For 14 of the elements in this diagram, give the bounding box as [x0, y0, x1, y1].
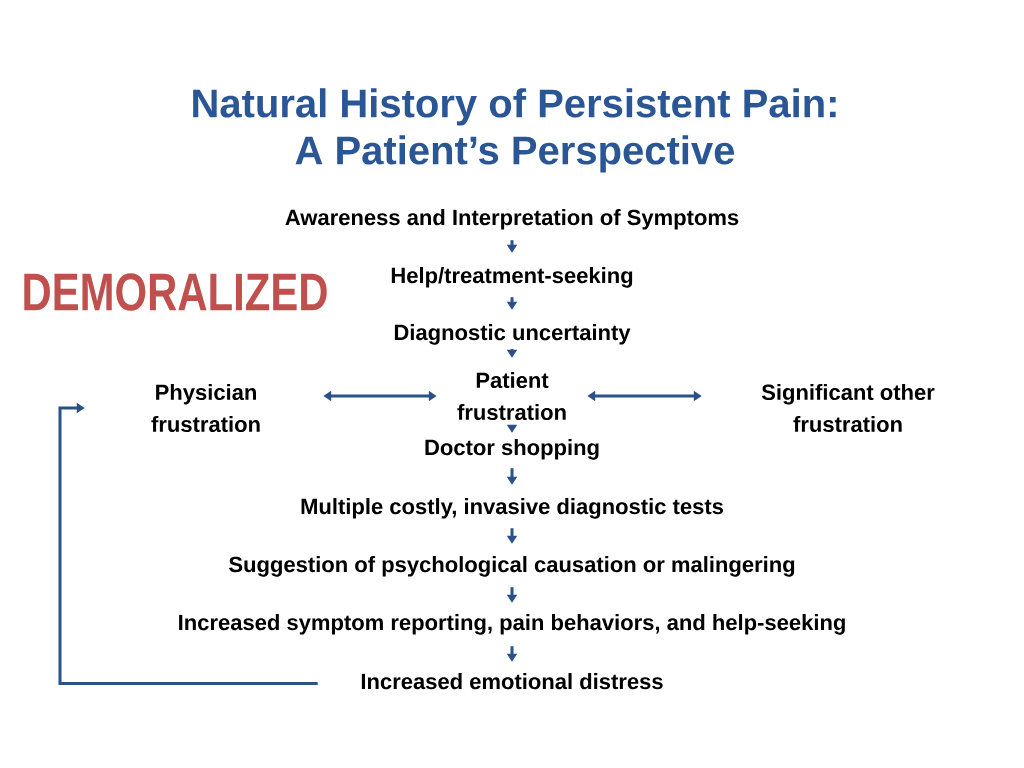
step-text: Diagnostic uncertainty	[394, 324, 631, 345]
step-text: Doctor shopping	[425, 439, 599, 460]
step-text: Increased emotional distress	[361, 673, 663, 690]
title: Natural History of Persistent Pain: A Patient’s Perspective	[193, 88, 836, 173]
step-text: Awareness and Interpretation of Symptoms	[285, 209, 739, 230]
arrow	[58, 402, 318, 685]
step-text: Patient frustration	[457, 371, 566, 421]
step-text: Significant other frustration	[761, 383, 935, 433]
step-text: Multiple costly, invasive diagnostic tests	[301, 498, 724, 519]
step-text: Physician frustration	[151, 383, 260, 433]
step-text: Suggestion of psychological causation or malingering	[229, 556, 795, 577]
side-heading: DEMORALIZED	[24, 273, 327, 311]
step-text: Help/treatment-seeking	[391, 267, 633, 288]
step-text: Increased symptom reporting, pain behaviors, and help-seeking	[179, 614, 845, 635]
